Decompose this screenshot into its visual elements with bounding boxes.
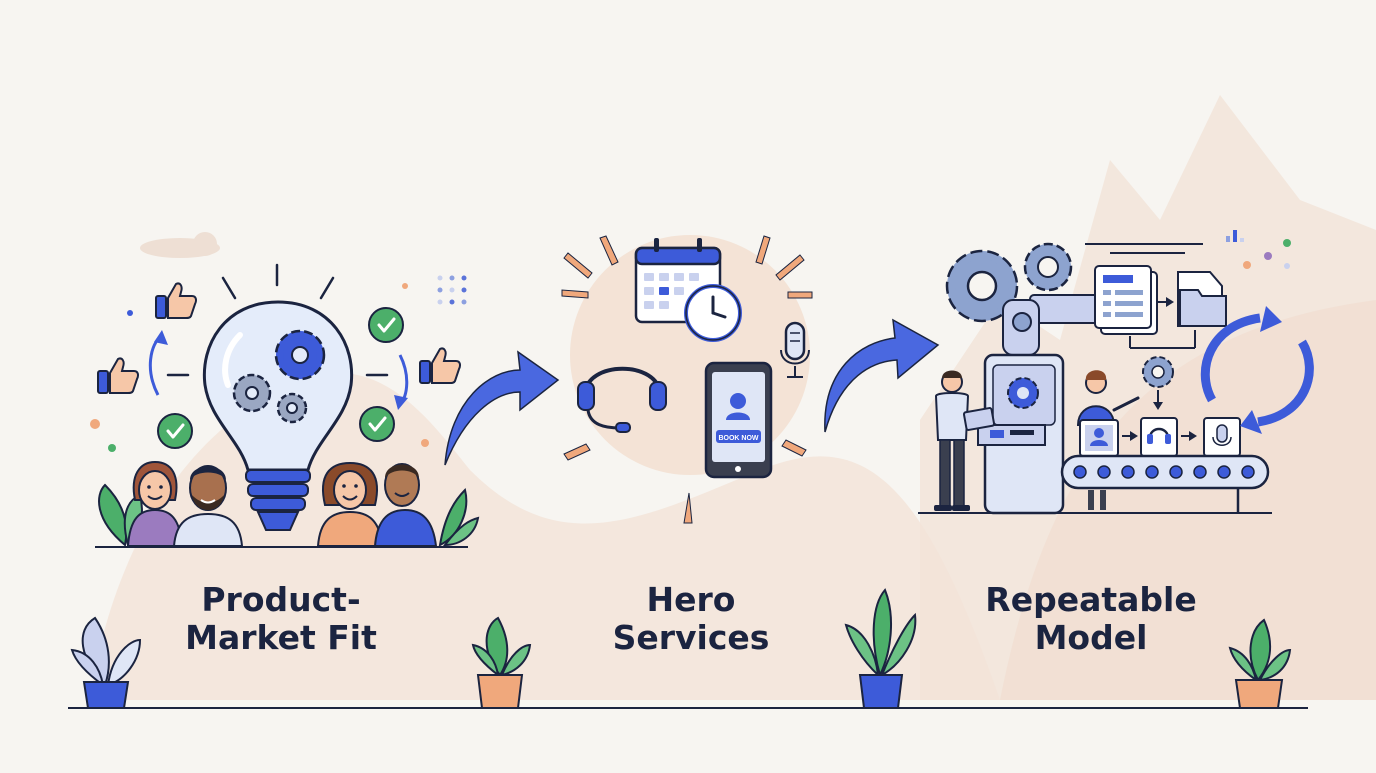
people-icon [95,460,468,548]
gear-icon [945,249,1019,323]
gear-icon [1142,356,1174,388]
gear-icon [1023,242,1073,292]
conveyor-belt-icon [918,454,1272,514]
gear-icon [276,392,308,424]
potted-plant [1228,618,1292,709]
gear-icon [232,373,272,413]
process-box-user [1079,419,1119,457]
person-worker [934,370,996,511]
title-line: Market Fit [185,618,377,657]
process-box-mic [1203,417,1241,457]
decorative-dots [1226,230,1291,269]
light-rays [166,263,389,377]
leaf-plant-right [438,488,480,547]
clock-icon [684,284,742,342]
potted-plant [70,616,142,709]
phone-button-label: BOOK NOW [718,435,758,442]
stage-product-market-fit [90,263,480,548]
thumbs-up-icon [155,282,197,319]
folder-icon [1177,271,1227,327]
checkmark-icon [157,413,193,449]
smartphone-icon: BOOK NOW [704,361,773,479]
microphone-icon [780,321,810,378]
potted-plant [471,616,532,709]
title-line: Services [612,618,770,657]
machine-icon [977,353,1065,515]
flow-arrow-icon [824,318,940,433]
hill-left [90,372,1000,700]
person [373,463,438,547]
document-icon [1094,265,1158,335]
checkmark-icon [368,307,404,343]
person [316,461,384,547]
person [172,465,244,547]
confetti-dots [90,275,467,452]
stage-title-hero-services: Hero Services [561,581,821,657]
flow-arrow-icon [444,350,560,466]
title-line: Model [1034,618,1148,657]
checkmark-icon [359,406,395,442]
process-box-headset [1140,417,1178,457]
thumbs-up-icon [419,347,461,384]
cycle-arrows-icon [1200,306,1314,434]
cloud-shape [193,232,217,256]
robot-arm-icon [1002,294,1101,356]
potted-plant [844,588,917,709]
gear-icon [274,329,326,381]
title-line: Repeatable [985,580,1197,619]
stage-hero-services: BOOK NOW [561,235,813,524]
title-line: Product- [201,580,361,619]
book-now-button [716,430,761,443]
title-line: Hero [646,580,736,619]
burst-rays [561,235,813,524]
thumbs-up-icon [97,357,139,394]
stage-repeatable-model [918,230,1314,515]
hill-right [1000,300,1376,700]
stage-title-product-market-fit: Product- Market Fit [151,581,411,657]
headset-icon [577,366,667,433]
arrow-icon [148,333,164,396]
stage-title-repeatable-model: Repeatable Model [961,581,1221,657]
person [126,460,184,547]
